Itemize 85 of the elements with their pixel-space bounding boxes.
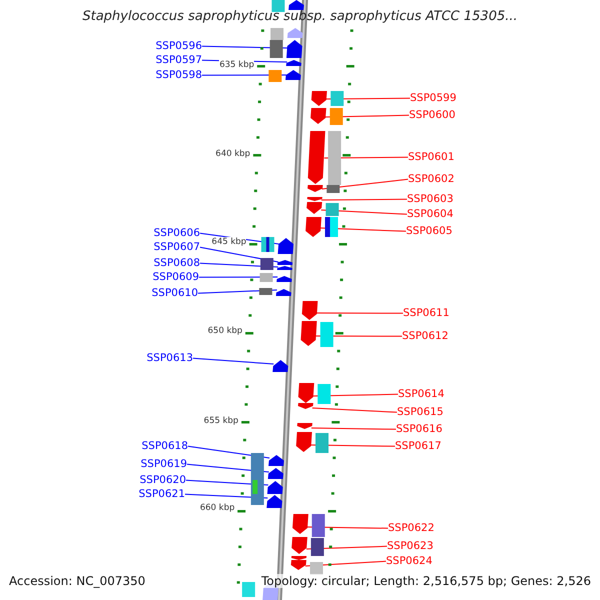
leader-line <box>310 428 396 430</box>
leader-line <box>316 312 404 314</box>
gene-shape <box>278 238 294 254</box>
gene-shape <box>287 28 303 38</box>
gene-shape <box>292 514 308 534</box>
gene-label: SSP0619 <box>140 458 187 471</box>
gene-label: SSP0597 <box>156 54 202 67</box>
leader-line <box>198 290 278 294</box>
leader-line <box>202 46 288 48</box>
leader-line <box>306 526 388 529</box>
gene-label: SSP0620 <box>140 474 186 487</box>
gene-label: SSP0613 <box>146 352 193 365</box>
gene-shape <box>292 537 308 554</box>
gene-shape <box>288 0 304 10</box>
scale-label: 635 kbp <box>219 60 254 70</box>
leader-line <box>326 98 410 100</box>
gene-label: SSP0623 <box>387 540 434 553</box>
leader-line <box>320 210 408 215</box>
leader-line <box>321 178 408 190</box>
leader-line <box>312 394 398 396</box>
gene-shape <box>268 455 284 466</box>
gene-label: SSP0622 <box>388 522 434 535</box>
gene-label: SSP0607 <box>154 241 200 254</box>
gene-label: SSP0600 <box>409 109 456 122</box>
gene-label: SSP0596 <box>156 40 202 53</box>
gene-label: SSP0616 <box>396 423 442 436</box>
gene-label: SSP0608 <box>154 257 200 270</box>
scale-label: 645 kbp <box>212 237 246 248</box>
leader-line <box>200 246 279 262</box>
gene-label: SSP0612 <box>402 330 448 343</box>
leader-line <box>324 114 410 118</box>
leader-line <box>310 444 396 447</box>
leader-line <box>306 546 388 550</box>
gene-shape <box>300 321 317 346</box>
gene-label: SSP0621 <box>138 488 185 501</box>
gene-label: SSP0606 <box>154 227 200 240</box>
leader-line <box>320 198 408 200</box>
gene-shape <box>311 91 327 106</box>
gene-shape <box>286 60 302 66</box>
gene-shape <box>296 432 312 452</box>
gene-shape <box>276 276 292 282</box>
leader-line <box>202 74 287 76</box>
gene-shape <box>268 468 284 479</box>
gene-shape <box>286 40 302 58</box>
gene-label: SSP0602 <box>408 173 454 186</box>
gene-label: SSP0611 <box>403 307 450 320</box>
gene-label: SSP0618 <box>142 440 188 453</box>
gene-label: SSP0603 <box>407 193 454 206</box>
leader-line <box>315 336 402 337</box>
gene-shape <box>310 108 326 124</box>
gene-shape <box>290 560 306 570</box>
gene-label: SSP0601 <box>408 151 454 164</box>
leader-line <box>198 276 278 278</box>
gene-shape <box>302 301 318 320</box>
leader-line <box>320 228 406 232</box>
leader-line <box>304 560 386 566</box>
gene-shape <box>267 481 283 494</box>
gene-shape <box>272 360 288 372</box>
leader-line <box>200 262 279 268</box>
scale-label: 650 kbp <box>208 326 242 336</box>
scale-label: 655 kbp <box>204 416 238 426</box>
gene-shape <box>266 495 282 508</box>
gene-label: SSP0598 <box>156 69 202 82</box>
gene-label: SSP0604 <box>407 208 454 221</box>
gene-label: SSP0615 <box>397 406 444 419</box>
leader-line <box>186 480 269 486</box>
gene-shape <box>277 260 293 265</box>
gene-shape <box>297 423 312 429</box>
genome-info-text: Topology: circular; Length: 2,516,575 bp; Genes: 2,526 <box>261 574 591 588</box>
gene-label: SSP0614 <box>398 388 444 401</box>
gene-label: SSP0624 <box>386 555 432 568</box>
title: Staphylococcus saprophyticus subsp. saprophyticus ATCC 15305... <box>81 9 519 25</box>
scale-label: 640 kbp <box>216 149 250 160</box>
gene-shape <box>276 289 292 296</box>
gene-label: SSP0609 <box>152 271 199 284</box>
gene-label: SSP0617 <box>395 440 442 453</box>
gene-label: SSP0610 <box>152 287 198 300</box>
leader-line <box>192 358 274 364</box>
gene-shape <box>277 266 292 270</box>
scale-label: 660 kbp <box>200 503 235 514</box>
gene-label: SSP0599 <box>410 92 456 105</box>
accession-text: Accession: NC_007350 <box>9 574 146 588</box>
gene-label: SSP0605 <box>406 225 452 238</box>
gene-shape <box>285 70 301 80</box>
leader-line <box>312 408 398 413</box>
